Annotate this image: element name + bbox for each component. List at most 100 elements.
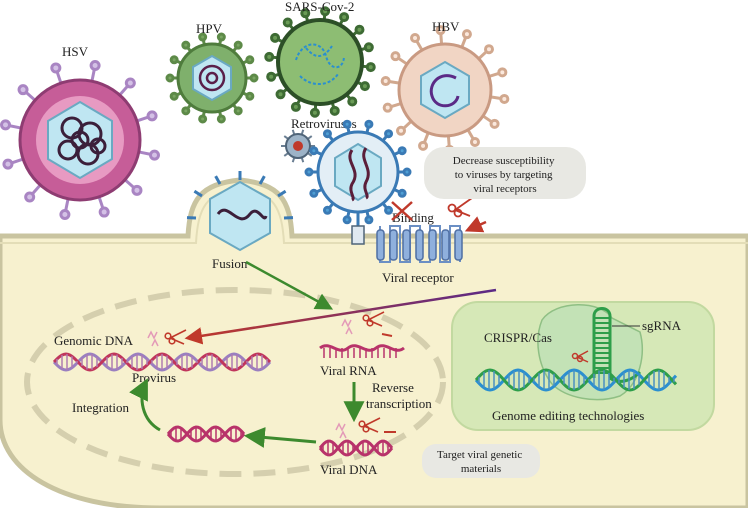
note-genetic-box: [422, 444, 540, 478]
virus-spike-tip: [181, 40, 191, 50]
virus-spike-tip: [50, 62, 62, 74]
arrow-to-genomic: [184, 288, 497, 345]
label-crispr: CRISPR/Cas: [484, 330, 552, 345]
arrow-viral-dna-to-nucleus: [243, 427, 317, 448]
virus-spike-tip: [146, 110, 158, 122]
label-genome-editing: Genome editing technologies: [492, 408, 644, 423]
label-binding: Binding: [392, 210, 434, 225]
virus-spike-tip: [382, 102, 393, 113]
virus-spike-tip: [339, 12, 350, 23]
virus-spike-tip: [270, 32, 281, 43]
virus-spike-tip: [216, 32, 226, 42]
note-receptors-line-1: Decrease susceptibility: [453, 155, 555, 167]
virus-spike-tip: [384, 205, 394, 215]
virus-spike-tip: [497, 67, 508, 78]
label-hbv: HBV: [432, 19, 460, 34]
virus-spike-tip: [131, 184, 143, 196]
virus-spike-tip: [363, 42, 374, 53]
retrovirus-binding: [304, 119, 412, 245]
virus-spike-tip: [397, 146, 407, 156]
arrow-fusion: [245, 260, 334, 310]
virus-spike-tip: [24, 191, 36, 203]
hbv-virus: [380, 25, 510, 155]
virus-spike-tip: [198, 114, 208, 124]
virus-spike: [258, 175, 266, 185]
virus-spike-tip: [89, 60, 101, 72]
note-genetic: Target viral genetic materials: [437, 449, 525, 475]
cleaved-fragments-rna: [341, 318, 353, 335]
virus-spike-tip: [165, 73, 175, 83]
arrow-rna-small-red: [381, 333, 393, 337]
virus-spike-tip: [249, 73, 259, 83]
label-integration: Integration: [72, 400, 130, 415]
note-genetic-line-2: materials: [461, 463, 501, 475]
label-genomic-dna: Genomic DNA: [54, 333, 134, 348]
receptor-helix: [402, 229, 411, 261]
virus-spike-tip: [461, 29, 472, 40]
virus-spike: [277, 189, 287, 198]
virus-spike-tip: [347, 96, 358, 107]
label-fusion: Fusion: [212, 256, 248, 271]
virus-spike-tip: [365, 62, 376, 73]
note-receptors: Decrease susceptibility to viruses by ta…: [453, 155, 557, 195]
virus-spike-tip: [309, 107, 320, 118]
virus-spike-tip: [169, 91, 179, 101]
virus-spike-tip: [275, 89, 286, 100]
virus-spike-tip: [17, 84, 29, 96]
virus-spike-tip: [309, 188, 319, 198]
virus-spike-tip: [290, 101, 301, 112]
virus-spike-tip: [322, 205, 332, 215]
arrow-red-receptor: [464, 216, 487, 233]
cleaved-fragments-genomic: [147, 330, 159, 347]
virus-spike-tip: [364, 119, 374, 129]
virus-spike-tip: [342, 119, 352, 129]
virus-spike-tip: [124, 77, 136, 89]
virus-spike: [193, 189, 203, 198]
scissors-icon: [447, 197, 473, 218]
label-hpv: HPV: [196, 21, 223, 36]
virus-spike-tip: [2, 158, 14, 170]
receptor-helix: [376, 229, 385, 261]
cleaved-fragments-dna: [335, 422, 347, 439]
virus-spike-tip: [309, 146, 319, 156]
sars-cov-2-virus: [264, 6, 376, 118]
virus-spike-tip: [342, 215, 352, 225]
receptor-helix: [415, 229, 424, 261]
scissors-rna-icon: [362, 311, 385, 327]
scissors-genomic-icon: [164, 329, 187, 345]
virus-spike-tip: [390, 51, 401, 62]
virus-spike-tip: [266, 71, 277, 82]
target-dna-helix: [474, 368, 678, 392]
virus-spike-tip: [264, 51, 275, 62]
note-genetic-line-1: Target viral genetic: [437, 449, 522, 461]
virus-spike-tip: [435, 25, 446, 36]
fusion-virion: [186, 171, 294, 252]
virus-spike-tip: [233, 106, 243, 116]
virus-spike-tip: [0, 119, 12, 131]
note-receptors-box: [424, 147, 586, 199]
genomic-dna-helix: [52, 352, 272, 372]
virus-spike-tip: [499, 93, 510, 104]
cut-scissors-icon: [571, 350, 589, 363]
virus-spike-tip: [402, 167, 412, 177]
virus-spike-tip: [233, 40, 243, 50]
note-receptors-line-2: to viruses by targeting: [455, 169, 553, 181]
label-reverse: Reverse: [372, 380, 414, 395]
virus-spike-tip: [397, 188, 407, 198]
virus-spike-tip: [329, 105, 340, 116]
virus-spike-tip: [148, 149, 160, 161]
retrovirus-small: [281, 129, 315, 163]
hsv-virus: [0, 60, 160, 220]
virus-spike-tip: [483, 44, 494, 55]
virus-spike-tip: [245, 55, 255, 65]
label-sars: SARS-Cov-2: [285, 0, 354, 14]
note-receptors-line-3: viral receptors: [473, 183, 536, 195]
virus-spike-tip: [469, 136, 480, 147]
hpv-virus: [165, 32, 259, 124]
virus-spike: [214, 175, 222, 185]
virus-spike-tip: [59, 208, 71, 220]
integration-dna-helix: [166, 425, 246, 443]
virus-spike-tip: [410, 33, 421, 44]
label-viral-rna: Viral RNA: [320, 363, 377, 378]
